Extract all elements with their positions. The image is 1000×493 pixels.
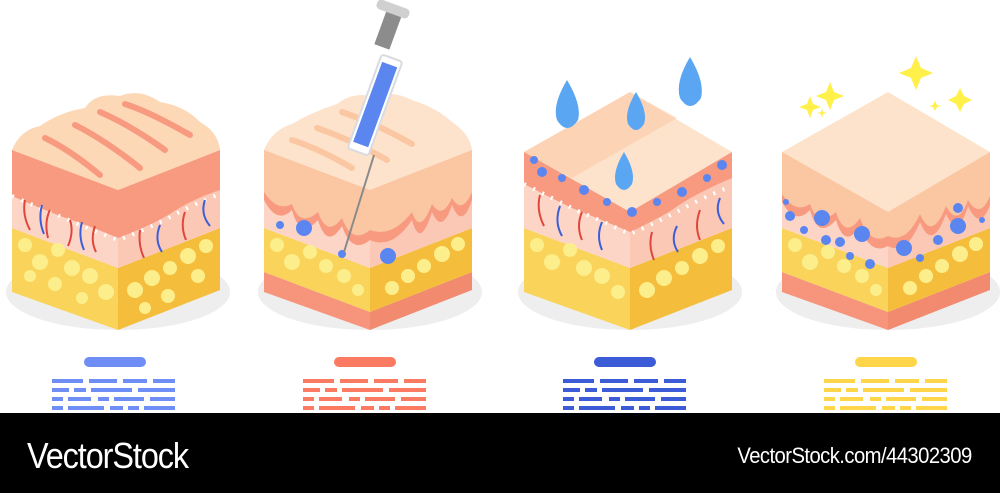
stock-id-label: VectorStock.com/44302309 xyxy=(737,443,973,468)
illustration-canvas xyxy=(0,0,1000,413)
caption-title-bar xyxy=(84,357,146,367)
panel-smooth-skin xyxy=(770,0,1000,413)
wrinkled-skin-cube-icon xyxy=(6,93,230,330)
smooth-skin-cube-icon xyxy=(776,56,1000,330)
water-drop-icons xyxy=(555,57,702,190)
brand-logo: VectorStock xyxy=(27,435,189,476)
panel-wrinkled-skin xyxy=(0,0,240,413)
watermark-footer: VectorStock VectorStock.com/44302309 xyxy=(0,413,1000,493)
caption-title-bar xyxy=(594,357,656,367)
caption-text-lines xyxy=(563,379,689,413)
injection-cube-icon xyxy=(258,0,482,330)
panel-injection xyxy=(252,0,492,413)
sparkle-icons xyxy=(799,56,972,118)
caption-title-bar xyxy=(334,357,396,367)
syringe-icon xyxy=(343,0,410,253)
caption-text-lines xyxy=(303,379,429,413)
caption-title-bar xyxy=(855,357,917,367)
hydration-cube-icon xyxy=(518,57,742,330)
caption-text-lines xyxy=(824,379,950,413)
panel-hydration xyxy=(512,0,752,413)
caption-text-lines xyxy=(52,379,178,413)
